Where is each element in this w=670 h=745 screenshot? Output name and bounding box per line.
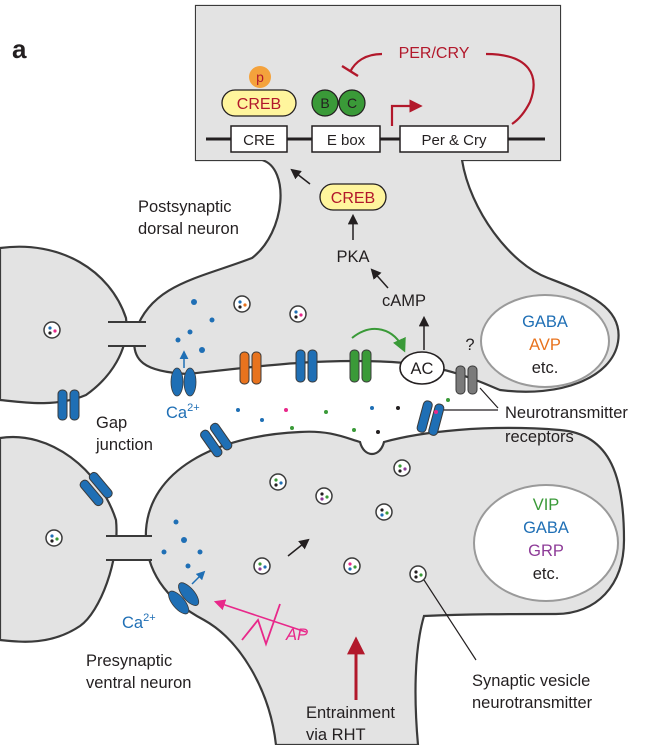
per-cry-gene-box bbox=[399, 125, 509, 153]
synaptic-vesicle bbox=[269, 473, 287, 491]
creb-cytoplasm-pill bbox=[319, 183, 387, 211]
cleft-neurotransmitters bbox=[236, 398, 450, 434]
synaptic-vesicle bbox=[315, 487, 333, 505]
bmal-circle bbox=[311, 89, 339, 117]
action-potential-spike bbox=[241, 603, 281, 647]
channel-left-upper bbox=[57, 389, 80, 421]
calcium-channel-top bbox=[170, 367, 197, 397]
presynaptic-transmitter-item: etc. bbox=[533, 565, 560, 583]
presynaptic-receptor-right bbox=[416, 400, 445, 436]
per-cry-protein-label: PER/CRY bbox=[399, 45, 470, 62]
presynaptic-transmitter-list: VIP GABA GRP etc. bbox=[523, 496, 569, 583]
vesicle-callout-line bbox=[423, 579, 477, 661]
synaptic-vesicle bbox=[43, 321, 61, 339]
postsynaptic-label-line2: dorsal neuron bbox=[138, 220, 239, 238]
receptor-to-ac-arrow bbox=[351, 328, 406, 353]
synaptic-vesicles bbox=[43, 295, 427, 583]
per-cry-inhibition-line bbox=[349, 52, 383, 73]
phosphate-label: p bbox=[256, 69, 264, 85]
gap-junction-bottom bbox=[106, 535, 152, 561]
transcription-arrow bbox=[390, 99, 423, 126]
receptor-callout-line-top bbox=[479, 387, 499, 409]
presynaptic-transmitter-bubble bbox=[473, 484, 619, 602]
gap-junction-label-line2: junction bbox=[95, 436, 153, 454]
receptor-green bbox=[349, 349, 372, 383]
synaptic-vesicle bbox=[289, 305, 307, 323]
gap-junction-top bbox=[108, 321, 146, 347]
postsynaptic-transmitter-list: GABA AVP etc. bbox=[522, 313, 568, 377]
action-potential-arrow bbox=[213, 599, 307, 633]
calcium-bottom-label: Ca2+ bbox=[122, 612, 156, 632]
left-upper-neighbour-cell bbox=[0, 245, 128, 405]
presynaptic-transmitter-item: GRP bbox=[528, 542, 564, 560]
cre-label: CRE bbox=[243, 132, 275, 149]
per-cry-gene-label: Per & Cry bbox=[421, 132, 487, 149]
calcium-ions bbox=[161, 299, 215, 569]
synaptic-vesicle bbox=[233, 295, 251, 313]
postsynaptic-transmitter-item: GABA bbox=[522, 313, 568, 331]
ebox-label: E box bbox=[327, 132, 366, 149]
ebox-box bbox=[311, 125, 381, 153]
presynaptic-label-line1: Presynaptic bbox=[86, 652, 172, 670]
creb-to-cre-arrow bbox=[290, 168, 311, 185]
receptor-orange bbox=[239, 351, 262, 385]
creb-bound-pill bbox=[221, 89, 297, 117]
camp-label: cAMP bbox=[382, 292, 426, 310]
synaptic-vesicle-label-line1: Synaptic vesicle bbox=[472, 672, 590, 690]
postsynaptic-transmitter-bubble bbox=[480, 294, 610, 388]
receptor-blue-post bbox=[295, 349, 318, 383]
calcium-influx-arrow-bottom bbox=[191, 570, 206, 585]
per-cry-feedback-curve bbox=[485, 52, 535, 125]
entrainment-label-line1: Entrainment bbox=[306, 704, 395, 722]
synaptic-vesicle bbox=[45, 529, 63, 547]
panel-label: a bbox=[12, 34, 27, 64]
presynaptic-receptor-left bbox=[200, 422, 233, 458]
neurotransmitter-receptors-label-line1: Neurotransmitter bbox=[505, 404, 628, 422]
postsynaptic-label-line1: Postsynaptic bbox=[138, 198, 232, 216]
ac-label: AC bbox=[411, 360, 434, 378]
synaptic-vesicle bbox=[253, 557, 271, 575]
synaptic-vesicle bbox=[343, 557, 361, 575]
neurotransmitter-receptors-label-line2: receptors bbox=[505, 428, 574, 446]
presynaptic-transmitter-item: VIP bbox=[533, 496, 560, 514]
creb-cytoplasm-label: CREB bbox=[331, 190, 375, 207]
cre-box bbox=[230, 125, 288, 153]
camp-to-pka-arrow bbox=[370, 268, 389, 289]
phosphate-circle bbox=[249, 66, 271, 88]
receptor-grey-unknown bbox=[455, 365, 478, 395]
pka-label: PKA bbox=[336, 248, 369, 266]
vesicle-trafficking-arrow bbox=[287, 538, 310, 557]
bmal-label: B bbox=[320, 95, 329, 111]
unknown-receptor-label: ? bbox=[465, 336, 474, 354]
calcium-channel-bottom bbox=[168, 582, 200, 615]
per-cry-inhibition-bar bbox=[341, 64, 359, 78]
clock-circle bbox=[338, 89, 366, 117]
synaptic-vesicle-label-line2: neurotransmitter bbox=[472, 694, 593, 712]
presynaptic-label-line2: ventral neuron bbox=[86, 674, 192, 692]
action-potential-label: AP bbox=[285, 626, 308, 644]
postsynaptic-transmitter-item: AVP bbox=[529, 336, 561, 354]
clock-label: C bbox=[347, 95, 357, 111]
synaptic-vesicle bbox=[409, 565, 427, 583]
presynaptic-transmitter-item: GABA bbox=[523, 519, 569, 537]
calcium-top-label: Ca2+ bbox=[166, 402, 200, 422]
synaptic-vesicle bbox=[393, 459, 411, 477]
gap-junction-label-line1: Gap bbox=[96, 414, 127, 432]
synaptic-vesicle bbox=[375, 503, 393, 521]
channel-left-lower bbox=[79, 471, 113, 507]
postsynaptic-transmitter-item: etc. bbox=[532, 359, 559, 377]
adenylyl-cyclase bbox=[399, 351, 445, 385]
entrainment-label-line2: via RHT bbox=[306, 726, 366, 744]
creb-bound-label: CREB bbox=[237, 96, 281, 113]
